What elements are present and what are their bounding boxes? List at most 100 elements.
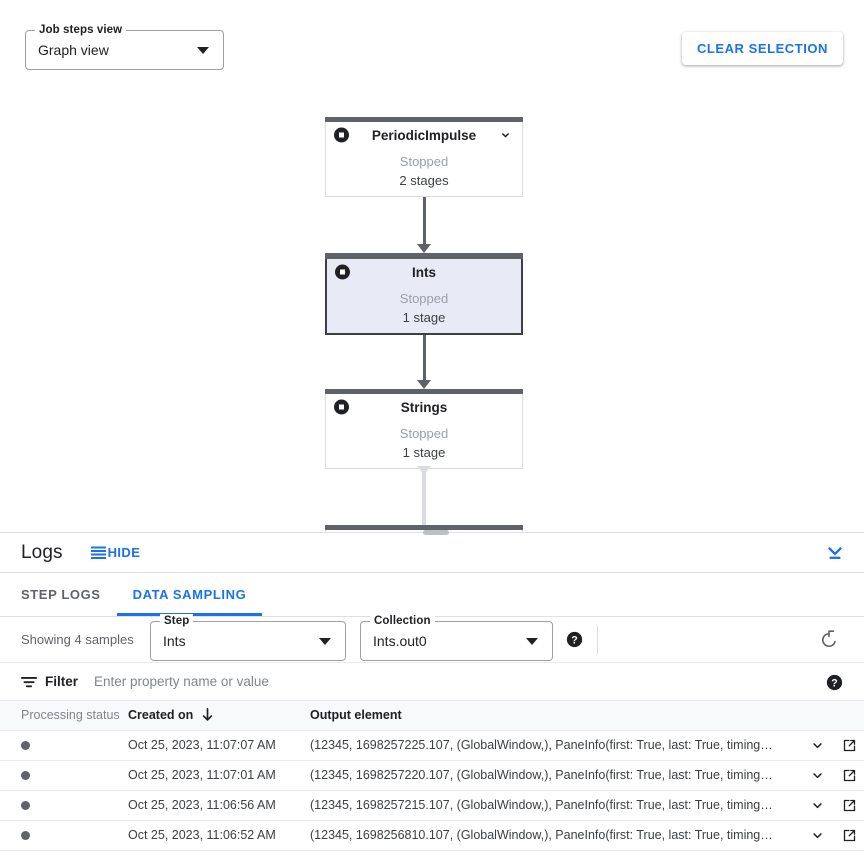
hide-logs-button[interactable]: HIDE — [90, 545, 141, 560]
node-header: PeriodicImpulse — [326, 118, 522, 152]
collapse-panel-icon[interactable] — [824, 542, 846, 564]
chevron-down-icon[interactable] — [499, 129, 512, 142]
cell-created-on: Oct 25, 2023, 11:07:01 AM — [128, 768, 276, 782]
column-output-element-label: Output element — [310, 708, 402, 723]
sort-descending-icon — [201, 708, 214, 722]
cell-output-element: (12345, 1698257225.107, (GlobalWindow,),… — [310, 738, 773, 752]
svg-text:?: ? — [831, 677, 837, 689]
step-select[interactable]: Step Ints — [150, 614, 346, 661]
logs-tabs: STEP LOGS DATA SAMPLING — [0, 573, 864, 617]
table-row[interactable]: Oct 25, 2023, 11:07:07 AM (12345, 169825… — [0, 730, 864, 760]
panel-resize-handle[interactable] — [423, 530, 449, 535]
node-status: Stopped — [399, 291, 449, 306]
column-processing-status[interactable]: Processing status — [0, 701, 128, 731]
node-header: Strings — [326, 390, 522, 424]
refresh-icon[interactable] — [819, 630, 839, 650]
cell-processing-status — [0, 790, 128, 820]
stop-icon — [335, 264, 350, 280]
job-steps-view-select[interactable]: Job steps view Graph view — [25, 23, 224, 70]
node-status-bar — [325, 117, 523, 122]
chevron-down-icon[interactable] — [810, 828, 825, 843]
logs-title: Logs — [21, 541, 63, 563]
cell-open-in-new[interactable] — [834, 790, 864, 820]
cell-expand[interactable] — [800, 790, 834, 820]
table-body: Oct 25, 2023, 11:07:07 AM (12345, 169825… — [0, 730, 864, 850]
cell-output-element: (12345, 1698257215.107, (GlobalWindow,),… — [310, 798, 773, 812]
column-processing-status-label: Processing status — [21, 708, 120, 723]
chevron-down-icon[interactable] — [810, 798, 825, 813]
job-steps-view-label: Job steps view — [35, 23, 127, 37]
graph-node-strings[interactable]: Strings Stopped 1 stage — [325, 389, 523, 469]
open-in-new-icon[interactable] — [842, 828, 857, 843]
logs-panel: Logs HIDE STE — [0, 530, 864, 856]
graph-toolbar: Job steps view Graph view CLEAR SELECTIO… — [0, 0, 864, 92]
open-in-new-icon[interactable] — [842, 798, 857, 813]
node-stages: 2 stages — [399, 173, 449, 188]
cell-expand[interactable] — [800, 760, 834, 790]
help-icon[interactable]: ? — [566, 631, 583, 648]
filter-bar: Filter ? — [0, 663, 864, 701]
open-in-new-icon[interactable] — [842, 738, 857, 753]
cell-processing-status — [0, 820, 128, 850]
node-title: Strings — [400, 399, 448, 415]
cell-open-in-new[interactable] — [834, 730, 864, 760]
collection-select-value: Ints.out0 — [373, 633, 427, 649]
node-title: Ints — [411, 264, 436, 280]
showing-samples-text: Showing 4 samples — [21, 632, 134, 647]
column-expand — [800, 701, 834, 731]
chevron-down-icon[interactable] — [810, 738, 825, 753]
graph-edge-arrow — [417, 244, 431, 253]
graph-edge — [423, 197, 426, 249]
filter-input[interactable] — [94, 674, 864, 689]
graph-node-periodicimpulse[interactable]: PeriodicImpulse Stopped 2 stages — [325, 117, 523, 197]
table-row[interactable]: Oct 25, 2023, 11:06:56 AM (12345, 169825… — [0, 790, 864, 820]
filter-icon — [21, 675, 37, 689]
table-row[interactable]: Oct 25, 2023, 11:06:52 AM (12345, 169825… — [0, 820, 864, 850]
open-in-new-icon[interactable] — [842, 768, 857, 783]
node-stages: 1 stage — [402, 445, 446, 460]
cell-output-element: (12345, 1698256810.107, (GlobalWindow,),… — [310, 828, 773, 842]
chevron-down-icon — [319, 637, 331, 645]
node-status-bar — [325, 389, 523, 394]
table-header: Processing status Created on — [0, 701, 864, 731]
help-icon[interactable]: ? — [826, 674, 843, 691]
graph-pane: Job steps view Graph view CLEAR SELECTIO… — [0, 0, 864, 532]
stop-icon — [334, 399, 349, 415]
samples-table: Processing status Created on — [0, 701, 864, 851]
cell-processing-status — [0, 730, 128, 760]
graph-edge-arrow — [417, 380, 431, 389]
cell-expand[interactable] — [800, 820, 834, 850]
graph-node-ints[interactable]: Ints Stopped 1 stage — [325, 253, 523, 335]
sampling-controls-bar: Showing 4 samples Step Ints Collection I… — [0, 614, 864, 663]
job-steps-view-value: Graph view — [38, 42, 109, 58]
divider — [597, 626, 598, 654]
node-status: Stopped — [399, 426, 449, 441]
graph-canvas[interactable]: PeriodicImpulse Stopped 2 stages Ints St… — [0, 92, 864, 532]
cell-expand[interactable] — [800, 730, 834, 760]
tab-data-sampling[interactable]: DATA SAMPLING — [116, 573, 263, 616]
node-stages: 1 stage — [402, 310, 446, 325]
status-dot-icon — [21, 830, 30, 840]
cell-created-on: Oct 25, 2023, 11:06:52 AM — [128, 828, 276, 842]
cell-open-in-new[interactable] — [834, 760, 864, 790]
node-status-bar — [325, 253, 523, 259]
clear-selection-button[interactable]: CLEAR SELECTION — [681, 32, 843, 65]
chevron-down-icon[interactable] — [810, 768, 825, 783]
graph-node-partial[interactable] — [325, 525, 523, 532]
status-dot-icon — [21, 740, 30, 750]
collection-select[interactable]: Collection Ints.out0 — [360, 614, 553, 661]
step-select-label: Step — [160, 614, 194, 628]
cell-open-in-new[interactable] — [834, 820, 864, 850]
step-select-value: Ints — [163, 633, 186, 649]
node-header: Ints — [327, 255, 521, 289]
node-title: PeriodicImpulse — [371, 127, 477, 143]
list-lines-icon — [90, 546, 106, 559]
column-output-element[interactable]: Output element — [310, 701, 800, 731]
tab-step-logs[interactable]: STEP LOGS — [21, 587, 101, 602]
chevron-down-icon — [526, 637, 538, 645]
table-row[interactable]: Oct 25, 2023, 11:07:01 AM (12345, 169825… — [0, 760, 864, 790]
column-created-on-label: Created on — [128, 708, 194, 723]
column-created-on[interactable]: Created on — [128, 701, 310, 731]
node-status-bar — [325, 525, 523, 530]
